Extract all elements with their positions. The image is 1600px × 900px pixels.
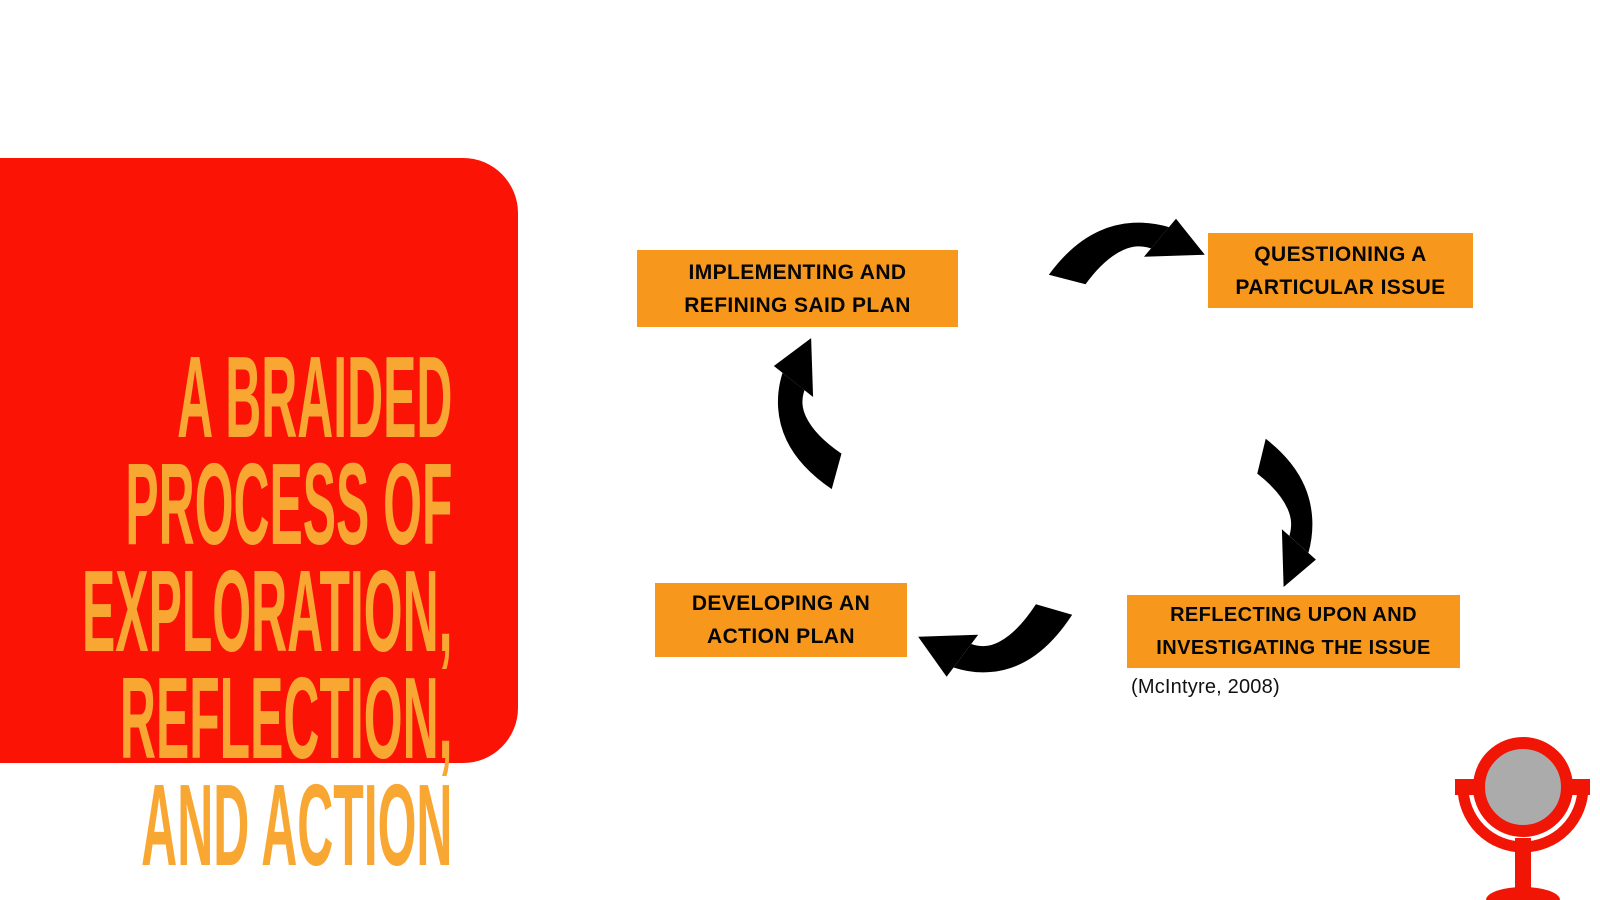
step-label-line: PARTICULAR ISSUE — [1235, 275, 1446, 299]
cycle-step-developing: DEVELOPING AN ACTION PLAN — [655, 583, 907, 657]
step-label-line: REFINING SAID PLAN — [684, 293, 911, 317]
step-label-line: ACTION PLAN — [707, 625, 855, 648]
cycle-step-reflecting: REFLECTING UPON AND INVESTIGATING THE IS… — [1127, 595, 1460, 668]
title-line-5: AND ACTION — [140, 760, 452, 890]
curved-arrow-left-icon — [768, 335, 866, 490]
title-panel: A BRAIDED PROCESS OF EXPLORATION, REFLEC… — [0, 158, 518, 883]
step-label-line: REFLECTING UPON AND — [1170, 603, 1417, 626]
step-label-line: QUESTIONING A — [1254, 242, 1427, 266]
curved-arrow-top-icon — [1048, 213, 1208, 308]
curved-arrow-right-icon — [1236, 438, 1321, 590]
vanity-mirror-icon — [1455, 737, 1590, 900]
curved-arrow-bottom-icon — [915, 578, 1073, 683]
title-line-3: EXPLORATION, — [81, 546, 452, 676]
step-label-line: INVESTIGATING THE ISSUE — [1156, 636, 1431, 659]
cycle-step-implementing: IMPLEMENTING AND REFINING SAID PLAN — [637, 250, 958, 327]
title-line-2: PROCESS OF — [124, 439, 452, 569]
title-line-1: A BRAIDED — [176, 332, 452, 462]
citation-text: (McIntyre, 2008) — [1131, 676, 1280, 698]
step-label-line: DEVELOPING AN — [691, 592, 871, 615]
step-label-line: IMPLEMENTING AND — [688, 260, 907, 284]
page-title: A BRAIDED PROCESS OF EXPLORATION, REFLEC… — [0, 332, 452, 890]
cycle-step-questioning: QUESTIONING A PARTICULAR ISSUE — [1208, 233, 1473, 308]
title-line-4: REFLECTION, — [119, 653, 452, 783]
